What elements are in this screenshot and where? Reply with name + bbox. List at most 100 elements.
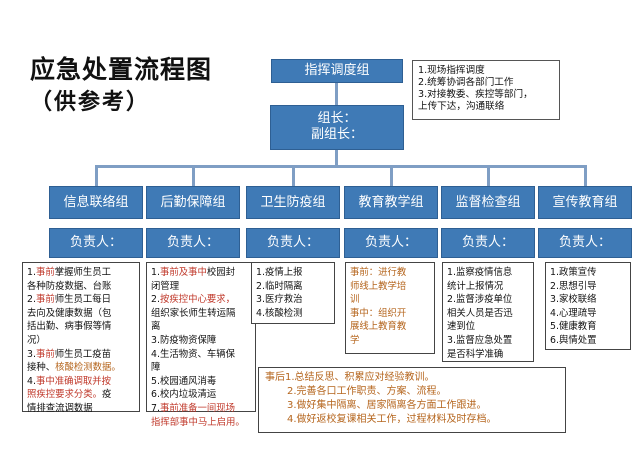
task-text: 4.心理疏导 xyxy=(550,307,597,319)
task-text: 事中准确调取并按 xyxy=(35,375,111,387)
command-group-box: 指挥调度组 xyxy=(271,59,403,83)
duty-item: 3.对接教委、疾控等部门， xyxy=(418,89,533,100)
task-text: 事后1.总结反思、积累应对经验教训。 xyxy=(265,372,435,383)
task-text: 1.政策宣传 xyxy=(550,267,597,278)
task-text: 相关人员是否迅 xyxy=(447,307,513,319)
publicity-tasks-box: 1.政策宣传 2.思想引导 3.家校联络 4.心理疏导 5.健康教育 6.舆情处… xyxy=(545,262,631,350)
task-text: 3.防疫物资保障 xyxy=(151,334,217,346)
task-text: 1.监察疫情信息 xyxy=(447,267,513,278)
task-text: 5.校园通风消毒 xyxy=(151,375,217,387)
task-text: 校园封 xyxy=(206,267,235,278)
task-text: 3.监督应急处置 xyxy=(447,334,513,346)
task-text: 事中：组织开 xyxy=(350,307,407,319)
task-text: 闭管理 xyxy=(151,280,180,292)
task-text: 5.健康教育 xyxy=(550,321,597,333)
task-text: 况） xyxy=(27,334,46,346)
dept-supervision: 监督检查组 xyxy=(441,186,535,219)
duty-item: 2.统筹协调各部门工作 xyxy=(418,77,514,88)
task-text: 障 xyxy=(151,362,161,374)
connector-cmd-leader xyxy=(335,83,338,105)
task-text: 离 xyxy=(151,321,161,333)
task-text: 1.疫情上报 xyxy=(256,267,303,278)
connector-drop-publicity xyxy=(584,165,587,186)
task-text: 训 xyxy=(350,294,360,306)
logistics-tasks-box: 1.事前及事中校园封 闭管理 2.按疾控中心要求， 组织家长师生转运隔 离 3.… xyxy=(146,262,256,428)
task-text: 2.完善各口工作职责、方案、流程。 xyxy=(287,386,447,397)
responsible-logistics: 负责人： xyxy=(146,228,240,258)
page-title: 应急处置流程图 xyxy=(30,55,213,84)
task-text: 4.生活物资、车辆保 xyxy=(151,348,235,360)
task-text: 各种防疫数据、台账 xyxy=(27,280,112,292)
task-text: 情排查流调数据 xyxy=(27,402,93,414)
task-text: 速到位 xyxy=(447,321,476,333)
task-text: 指挥部事中马上启用。 xyxy=(151,416,245,428)
command-duties-box: 1.现场指挥调度 2.统筹协调各部门工作 3.对接教委、疾控等部门， 上传下达，… xyxy=(412,60,560,120)
task-text: 6.校内垃圾清运 xyxy=(151,389,217,401)
task-text: 2.思想引导 xyxy=(550,280,597,292)
task-text: 3.做好集中隔离、居家隔离各方面工作跟进。 xyxy=(287,400,487,411)
task-text: 核酸检测数据。 xyxy=(55,362,121,374)
task-text: 1. xyxy=(151,267,160,278)
after-event-box: 事后1.总结反思、积累应对经验教训。 2.完善各口工作职责、方案、流程。 3.做… xyxy=(258,367,566,433)
task-text: 1. xyxy=(27,267,36,278)
task-text: 统计上报情况 xyxy=(447,280,504,292)
responsible-health: 负责人： xyxy=(246,228,340,258)
task-text: 组织家长师生转运隔 xyxy=(151,307,236,319)
info-tasks-box: 1.事前掌握师生员工 各种防疫数据、台账 2.事前师生员工每日 去向及健康数据（… xyxy=(22,262,140,414)
dept-publicity: 宣传教育组 xyxy=(538,186,632,219)
health-tasks-box: 1.疫情上报 2.临时隔离 3.医疗救治 4.核酸检测 xyxy=(251,262,335,324)
task-text: 7. xyxy=(151,402,160,414)
responsible-supervision: 负责人： xyxy=(441,228,535,258)
task-text: 事前准备一间现场 xyxy=(159,402,235,414)
task-text: 2.临时隔离 xyxy=(256,280,303,292)
leader-box: 组长： 副组长： xyxy=(270,105,404,150)
task-text: 4. xyxy=(27,375,36,387)
dept-logistics: 后勤保障组 xyxy=(146,186,240,219)
task-text: 6.舆情处置 xyxy=(550,334,597,346)
responsible-teaching: 负责人： xyxy=(344,228,438,258)
connector-drop-teaching xyxy=(390,165,393,186)
task-text: 接种、 xyxy=(27,362,56,374)
connector-bus xyxy=(95,165,586,168)
task-text: 师线上教学培 xyxy=(350,280,407,292)
task-text: 展线上教育教 xyxy=(350,321,407,333)
connector-drop-info xyxy=(95,165,98,186)
connector-drop-supervision xyxy=(487,165,490,186)
task-text: 3.家校联络 xyxy=(550,294,597,306)
task-text: 2.监督涉疫单位 xyxy=(447,294,513,306)
task-text: 4.核酸检测 xyxy=(256,307,303,319)
deputy-leader-label: 副组长： xyxy=(310,127,363,142)
duty-item: 上传下达，沟通联络 xyxy=(418,101,505,112)
page-subtitle: （供参考） xyxy=(30,90,151,115)
task-text: 事前及事中 xyxy=(159,267,207,278)
teaching-tasks-box: 事前：进行教 师线上教学培 训 事中：组织开 展线上教育教 学 xyxy=(345,262,435,354)
task-text: 学 xyxy=(350,334,360,346)
task-text: 事前 xyxy=(35,348,55,360)
task-text: 2. xyxy=(27,294,36,306)
connector-leader-bus xyxy=(335,150,338,167)
task-text: 去向及健康数据（包 xyxy=(27,307,112,319)
task-text: 事前 xyxy=(35,294,55,306)
task-text: 掌握师生员工 xyxy=(54,267,111,278)
duty-item: 1.现场指挥调度 xyxy=(418,65,485,76)
task-text: 括出勤、病事假等情 xyxy=(27,321,112,333)
responsible-publicity: 负责人： xyxy=(538,228,632,258)
dept-health: 卫生防疫组 xyxy=(246,186,340,219)
dept-info-liaison: 信息联络组 xyxy=(49,186,143,219)
task-text: 疫 xyxy=(102,389,112,401)
connector-drop-health xyxy=(292,165,295,186)
leader-label: 组长： xyxy=(317,111,357,126)
task-text: 2. xyxy=(151,294,160,306)
task-text: 3. xyxy=(27,348,36,360)
task-text: 照疾控要求分类。 xyxy=(27,389,103,401)
connector-drop-logistics xyxy=(192,165,195,186)
task-text: 师生员工每日 xyxy=(54,294,111,306)
task-text: 3.医疗救治 xyxy=(256,294,303,306)
dept-teaching: 教育教学组 xyxy=(344,186,438,219)
task-text: 是否科学准确 xyxy=(447,348,504,360)
task-text: 师生员工疫苗 xyxy=(54,348,111,360)
task-text: 事前：进行教 xyxy=(350,267,407,278)
supervision-tasks-box: 1.监察疫情信息 统计上报情况 2.监督涉疫单位 相关人员是否迅 速到位 3.监… xyxy=(442,262,534,362)
responsible-info: 负责人： xyxy=(49,228,143,258)
task-text: 事前 xyxy=(35,267,55,278)
